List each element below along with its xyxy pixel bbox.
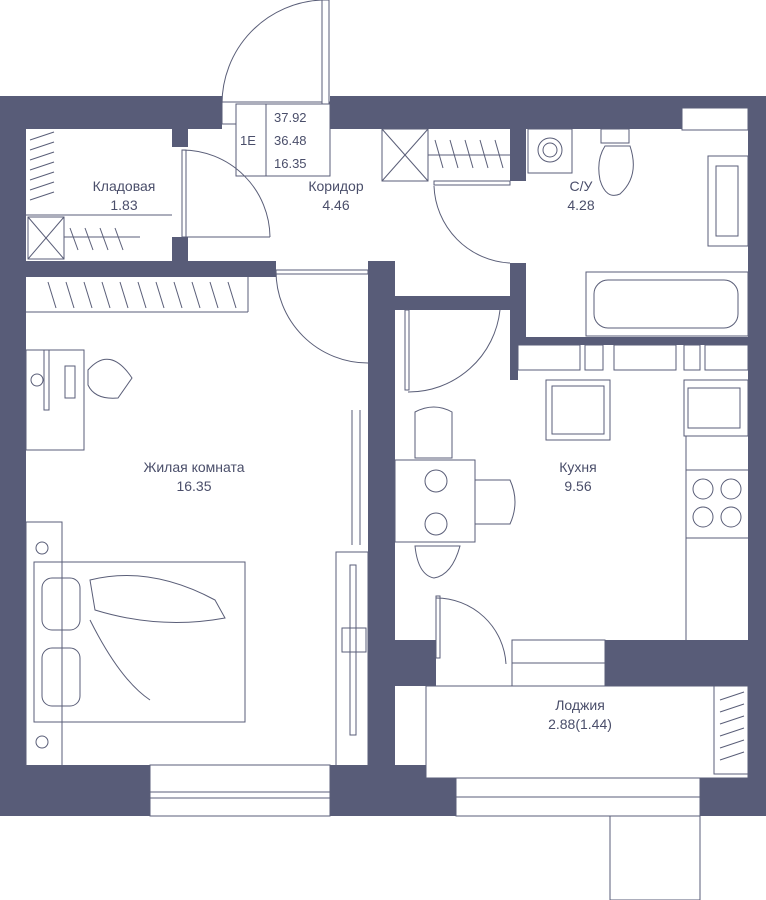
bathroom-area: 4.28 (567, 197, 595, 213)
corridor-name: Коридор (308, 178, 364, 194)
living-room-area-badge: 16.35 (274, 156, 307, 171)
total-area: 37.92 (274, 110, 307, 125)
loggia-label: Лоджия 2.88(1.44) (520, 696, 640, 734)
kitchen-name: Кухня (559, 459, 597, 475)
apartment-type: 1Е (240, 133, 256, 148)
loggia-name: Лоджия (555, 697, 605, 713)
living-room-name: Жилая комната (143, 459, 245, 475)
fixtures (25, 0, 749, 900)
corridor-area: 4.46 (322, 197, 350, 213)
kitchen-label: Кухня 9.56 (538, 458, 618, 496)
hanger-marks (29, 131, 745, 761)
storage-area: 1.83 (110, 197, 138, 213)
living-room-area: 16.35 (176, 478, 212, 494)
walls (0, 96, 766, 816)
bathroom-name: С/У (569, 178, 593, 194)
corridor-label: Коридор 4.46 (276, 177, 396, 215)
loggia-area: 2.88(1.44) (548, 716, 612, 732)
storage-label: Кладовая 1.83 (64, 177, 184, 215)
kitchen-area: 9.56 (564, 478, 592, 494)
bathroom-label: С/У 4.28 (541, 177, 621, 215)
living-room-label: Жилая комната 16.35 (104, 458, 284, 496)
storage-name: Кладовая (92, 178, 156, 194)
living-area-total: 36.48 (274, 133, 307, 148)
